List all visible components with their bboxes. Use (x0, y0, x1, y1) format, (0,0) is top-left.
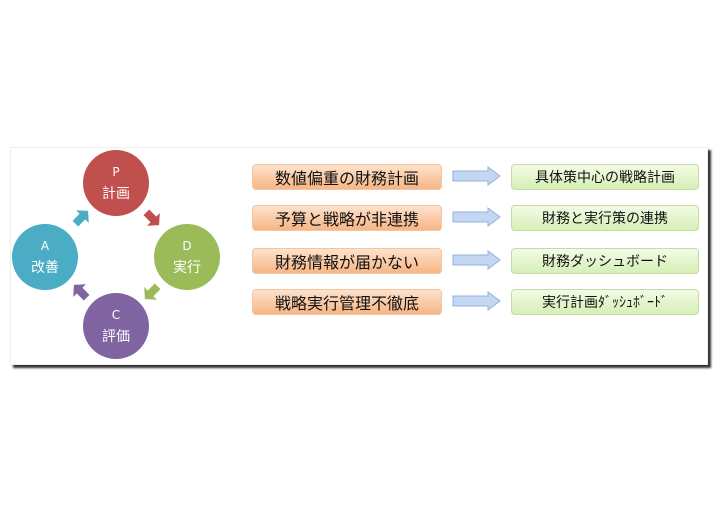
pdca-cycle: P 計画 D 実行 C 評価 A 改善 (12, 150, 220, 359)
cycle-letter: D (182, 239, 191, 253)
arrow-d-to-c-icon (144, 283, 161, 300)
problem-text: 数値偏重の財務計画 (274, 169, 419, 188)
cycle-label: 計画 (102, 186, 130, 202)
pdca-circle-a: A 改善 (12, 224, 78, 290)
pdca-circle-d: D 実行 (154, 224, 220, 290)
diagram-panel: P 計画 D 実行 C 評価 A 改善 数値偏重の財務計画 予算と戦略が非連携 … (10, 147, 708, 365)
solution-text: 実行計画ﾀﾞｯｼｭﾎﾞｰﾄﾞ (542, 295, 668, 311)
solution-box: 財務と実行策の連携 (511, 205, 699, 231)
pdca-circle-c: C 評価 (83, 293, 149, 359)
right-arrow-icon (452, 250, 501, 270)
solution-box: 実行計画ﾀﾞｯｼｭﾎﾞｰﾄﾞ (511, 289, 699, 315)
problem-box: 数値偏重の財務計画 (252, 164, 442, 190)
right-arrow-icon (452, 166, 501, 186)
cycle-letter: P (112, 165, 119, 179)
problem-box: 財務情報が届かない (252, 248, 442, 274)
problem-text: 戦略実行管理不徹底 (274, 294, 419, 313)
problem-box: 予算と戦略が非連携 (252, 205, 442, 231)
solution-text: 財務と実行策の連携 (542, 211, 668, 227)
solution-text: 財務ダッシュボード (542, 254, 668, 270)
cycle-label: 評価 (102, 329, 130, 345)
solution-box: 財務ダッシュボード (511, 248, 699, 274)
arrow-a-to-p-icon (72, 210, 89, 227)
cycle-letter: C (112, 308, 120, 322)
pdca-circle-p: P 計画 (83, 150, 149, 216)
right-arrow-icon (452, 291, 501, 311)
problem-text: 財務情報が届かない (274, 253, 419, 272)
solution-box: 具体策中心の戦略計画 (511, 164, 699, 190)
arrow-c-to-a-icon (73, 284, 90, 301)
problem-box: 戦略実行管理不徹底 (252, 289, 442, 315)
solution-text: 具体策中心の戦略計画 (535, 170, 675, 186)
cycle-label: 改善 (31, 260, 59, 276)
problem-text: 予算と戦略が非連携 (274, 210, 419, 229)
cycle-label: 実行 (173, 260, 201, 276)
right-arrow-icon (452, 207, 501, 227)
cycle-letter: A (41, 239, 50, 253)
arrow-p-to-d-icon (143, 209, 160, 226)
